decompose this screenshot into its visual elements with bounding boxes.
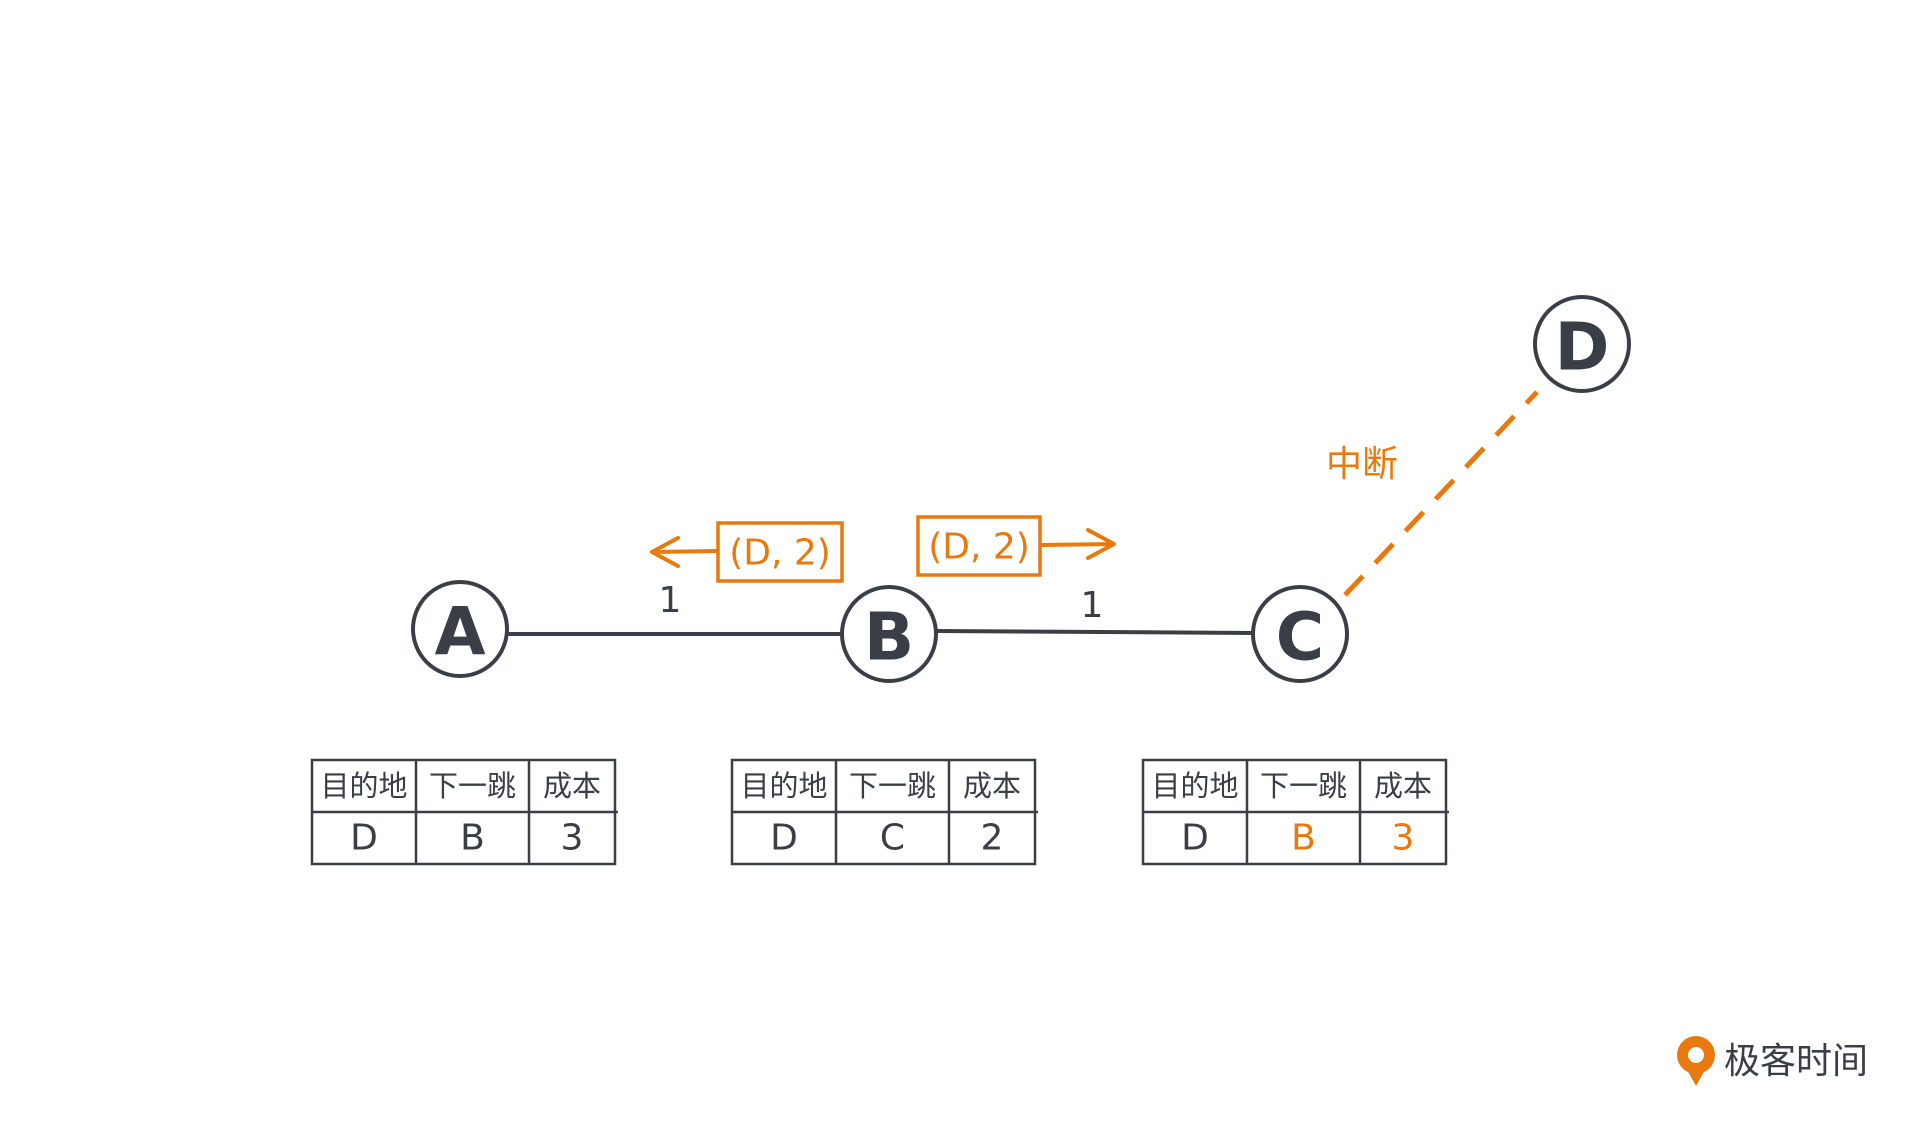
table-cell: C <box>880 818 905 859</box>
table-header-cell: 成本 <box>1374 769 1432 803</box>
watermark-logo: 极客时间 <box>1677 1036 1868 1086</box>
table-cell: D <box>1181 818 1209 859</box>
node-d-label: D <box>1555 309 1610 386</box>
table-header-cell: 下一跳 <box>849 769 936 803</box>
routing-table-a: 目的地下一跳成本 D B 3 <box>310 758 618 866</box>
node-d: D <box>1533 295 1631 393</box>
arrow-left-icon <box>650 536 718 568</box>
node-c: C <box>1251 585 1349 683</box>
arrow-right-icon <box>1040 528 1116 560</box>
link-c-d-broken <box>1343 390 1539 597</box>
table-header-cell: 目的地 <box>1151 769 1238 803</box>
cost-label-a-b: 1 <box>659 580 682 621</box>
node-b-label: B <box>864 599 914 676</box>
node-c-label: C <box>1276 599 1324 676</box>
message-to-a-text: (D, 2) <box>729 533 831 574</box>
table-cell: D <box>350 818 378 859</box>
node-a-label: A <box>434 594 485 671</box>
table-cell: B <box>460 818 485 859</box>
table-cell: D <box>770 818 798 859</box>
table-cell: 2 <box>981 818 1004 859</box>
table-header-cell: 目的地 <box>320 769 407 803</box>
link-break-label: 中断 <box>1326 444 1398 485</box>
node-a: A <box>411 580 509 678</box>
table-cell: 3 <box>1392 818 1415 859</box>
message-to-c-text: (D, 2) <box>928 527 1030 568</box>
routing-table-b: 目的地下一跳成本 D C 2 <box>730 758 1038 866</box>
table-header-cell: 成本 <box>543 769 601 803</box>
routing-table-c: 目的地下一跳成本 D B 3 <box>1141 758 1449 866</box>
table-cell: 3 <box>561 818 584 859</box>
table-header-cell: 下一跳 <box>429 769 516 803</box>
cost-label-b-c: 1 <box>1081 585 1104 626</box>
table-cell: B <box>1291 818 1316 859</box>
table-header-cell: 目的地 <box>740 769 827 803</box>
message-to-c: (D, 2) <box>916 515 1116 577</box>
watermark-text: 极客时间 <box>1724 1041 1868 1082</box>
table-header-cell: 下一跳 <box>1260 769 1347 803</box>
geektime-logo-icon <box>1677 1036 1715 1086</box>
link-b-c <box>935 629 1256 635</box>
node-b: B <box>840 585 938 683</box>
table-header-cell: 成本 <box>963 769 1021 803</box>
message-to-a: (D, 2) <box>650 521 844 583</box>
